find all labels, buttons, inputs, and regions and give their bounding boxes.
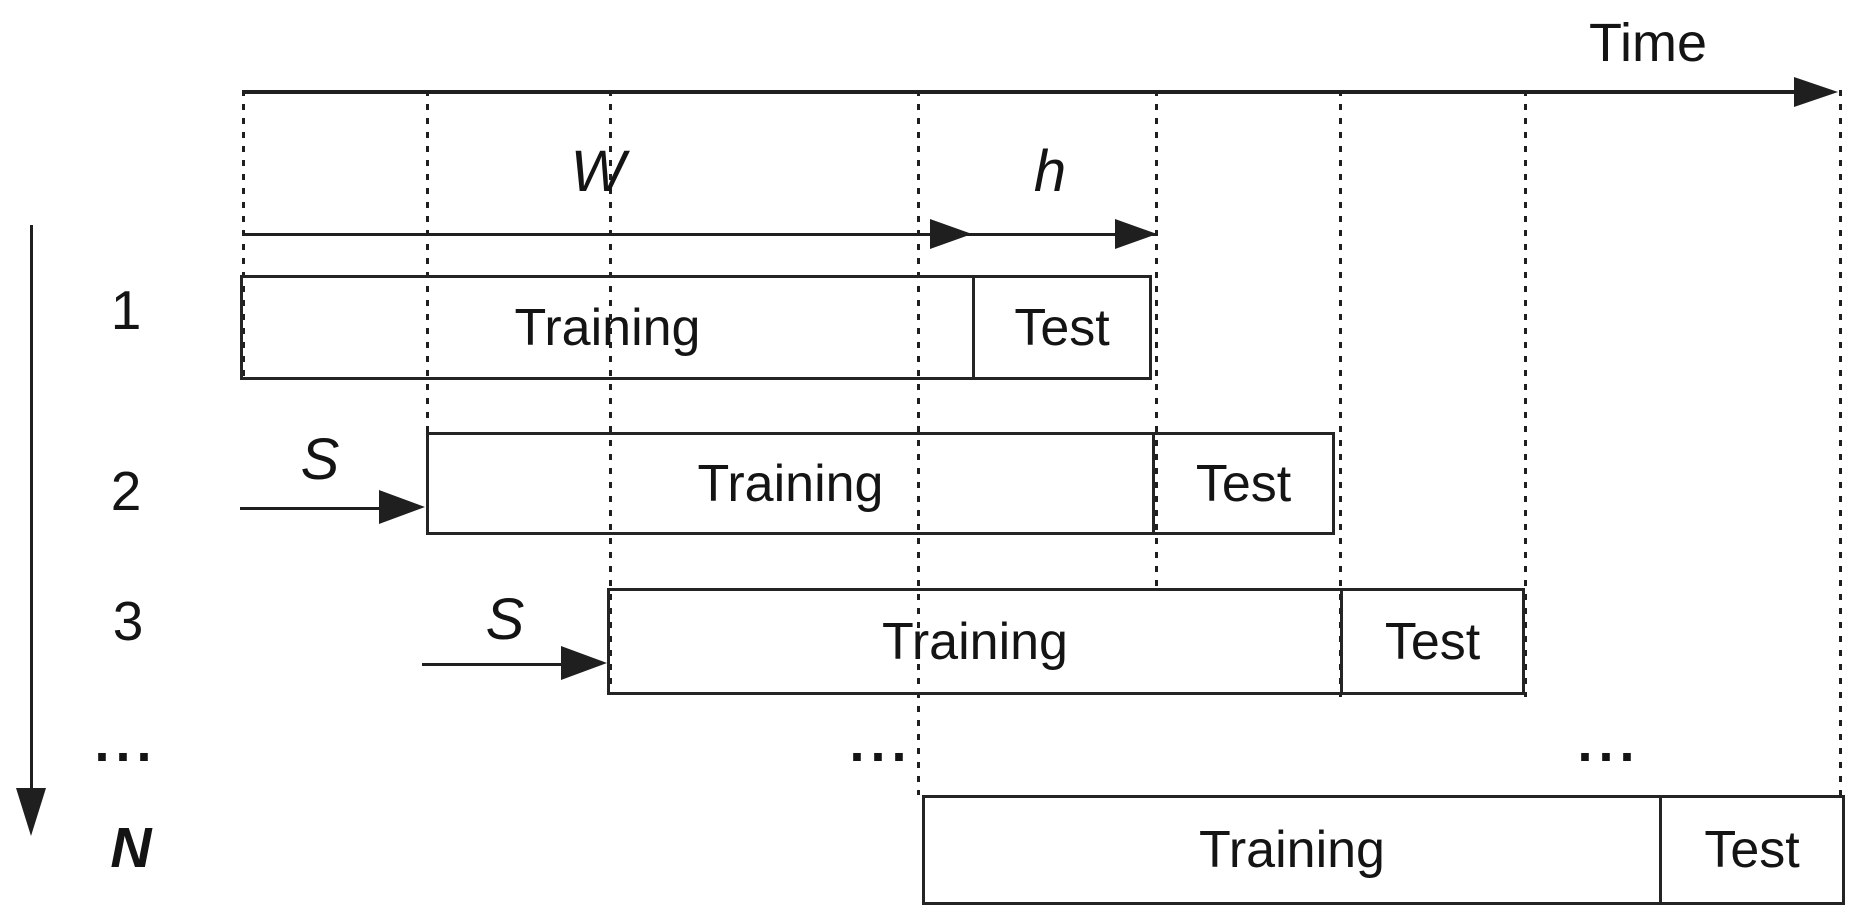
time-axis-arrowhead-icon [1794,77,1838,107]
row3-stride-arrow-line [422,663,567,666]
row2-stride-arrow-line [240,507,385,510]
iteration-axis-line [30,225,33,790]
row1-train-test-divider [972,278,975,377]
row3-test-label: Test [1384,612,1481,671]
grid-dotted-line-5 [1155,90,1158,588]
grid-dotted-line-3 [609,90,612,695]
row2-training-label: Training [697,454,884,513]
rowN-train-test-divider [1659,798,1662,902]
window-horizon-arrow-line [243,233,1157,236]
row1-training-label: Training [514,298,701,357]
rowN-test-label: Test [1704,821,1800,879]
rowN-training-label: Training [1199,821,1385,879]
row1-test-label: Test [1014,298,1110,357]
row-label-ellipsis: ... [94,713,158,773]
grid-dotted-line-4 [917,90,920,795]
window-arrowhead-icon [930,219,972,249]
time-axis-label: Time [1589,13,1707,73]
row-label-2: 2 [110,460,142,522]
row3-training-label: Training [882,612,1068,671]
row3-train-test-divider [1340,591,1343,692]
grid-dotted-line-6 [1339,90,1342,697]
window-length-label: W [570,139,626,204]
grid-dotted-line-8 [1839,90,1842,795]
row2-train-test-divider [1152,435,1155,532]
horizon-length-label: h [1033,139,1067,204]
middle-ellipsis: ... [849,713,913,773]
row2-window-box: Training Test [426,432,1335,535]
row3-stride-label: S [485,587,525,652]
row2-test-label: Test [1195,454,1292,513]
row3-stride-arrowhead-icon [561,646,607,680]
grid-dotted-line-7 [1524,90,1527,697]
row3-window-box: Training Test [607,588,1525,695]
row2-stride-label: S [300,427,340,492]
row-label-n: N [110,816,152,880]
time-axis-line [243,90,1800,94]
row1-window-box: Training Test [240,275,1152,380]
row-label-3: 3 [112,590,144,652]
grid-dotted-line-2 [426,90,429,537]
right-ellipsis: ... [1577,713,1641,773]
rowN-window-box: Training Test [922,795,1845,905]
horizon-arrowhead-icon [1115,219,1157,249]
row2-stride-arrowhead-icon [379,490,425,524]
row-label-1: 1 [110,279,142,341]
iteration-axis-arrowhead-icon [16,788,46,836]
